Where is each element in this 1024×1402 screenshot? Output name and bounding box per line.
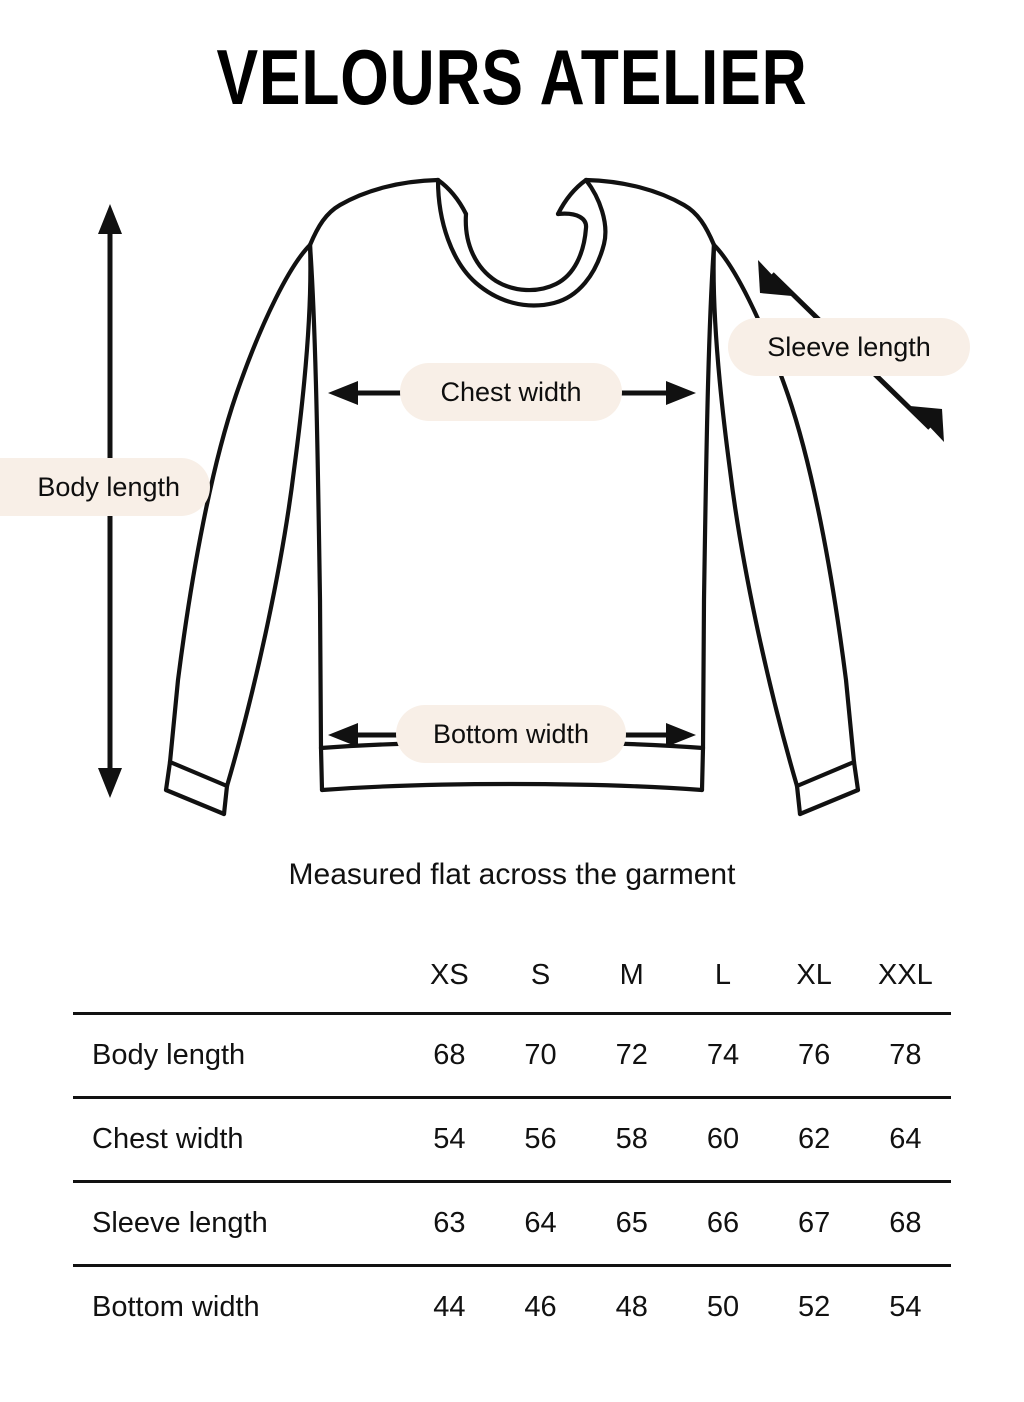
cell-bottom-width-m: 48 bbox=[615, 1291, 648, 1324]
sweatshirt-outline bbox=[163, 177, 861, 817]
right-cuff-top bbox=[794, 759, 857, 789]
table-corner-cell bbox=[73, 940, 404, 1013]
collar-outer-ring bbox=[435, 177, 608, 308]
row-label-body-length: Body length bbox=[92, 1038, 246, 1071]
table-row: Body length 68 70 72 74 76 78 bbox=[73, 1013, 951, 1097]
cell-sleeve-length-xxl: 68 bbox=[889, 1206, 922, 1239]
cell-sleeve-length-xl: 67 bbox=[798, 1206, 831, 1239]
page-title: VELOURS ATELIER bbox=[216, 33, 808, 121]
cell-bottom-width-xxl: 54 bbox=[889, 1291, 922, 1324]
cell-chest-width-xl: 62 bbox=[798, 1122, 831, 1155]
cell-chest-width-m: 58 bbox=[615, 1122, 648, 1155]
cell-sleeve-length-xs: 63 bbox=[433, 1206, 466, 1239]
body-length-arrowhead-bottom bbox=[98, 768, 122, 798]
cell-sleeve-length-m: 65 bbox=[615, 1206, 648, 1239]
hem-band-right-edge bbox=[699, 745, 706, 793]
neck-left-shoulder-seam bbox=[435, 177, 469, 217]
cell-bottom-width-xl: 52 bbox=[798, 1291, 831, 1324]
left-sleeve-outer-edge bbox=[167, 242, 313, 765]
label-chest-width: Chest width bbox=[400, 363, 622, 421]
left-shoulder-line bbox=[307, 177, 441, 248]
hem-band-left-edge bbox=[318, 745, 325, 793]
right-cuff-right-edge bbox=[851, 759, 861, 793]
bottom-width-arrowhead-left bbox=[328, 723, 358, 747]
cell-chest-width-xxl: 64 bbox=[889, 1122, 922, 1155]
right-cuff-left-edge bbox=[794, 783, 803, 817]
hem-band-bottom bbox=[319, 781, 705, 793]
left-cuff-right-edge bbox=[221, 783, 230, 817]
cell-sleeve-length-l: 66 bbox=[706, 1206, 740, 1239]
label-sleeve-length: Sleeve length bbox=[728, 318, 970, 376]
cell-body-length-xl: 76 bbox=[798, 1038, 831, 1071]
chest-width-arrowhead-right bbox=[666, 381, 696, 405]
cell-chest-width-xs: 54 bbox=[433, 1122, 466, 1155]
cell-bottom-width-l: 50 bbox=[706, 1291, 740, 1324]
right-sleeve-outer-edge bbox=[711, 242, 857, 765]
garment-diagram: Body length Chest width Sleeve length Bo… bbox=[0, 177, 970, 817]
sleeve-length-arrowhead-lower-right bbox=[910, 406, 944, 442]
table-row: Bottom width 44 46 48 50 52 54 bbox=[73, 1265, 951, 1349]
table-body: Body length 68 70 72 74 76 78 Chest widt… bbox=[73, 1013, 951, 1349]
row-label-sleeve-length: Sleeve length bbox=[92, 1206, 268, 1239]
column-header-xs: XS bbox=[430, 959, 469, 992]
right-cuff-bottom bbox=[797, 787, 861, 817]
neck-right-shoulder-seam bbox=[555, 177, 589, 217]
column-header-l: L bbox=[714, 959, 732, 992]
cell-body-length-s: 70 bbox=[524, 1038, 557, 1071]
cell-chest-width-l: 60 bbox=[706, 1122, 740, 1155]
table-header-row: XS S M L XL XXL bbox=[73, 940, 951, 1013]
column-header-xl: XL bbox=[796, 959, 832, 992]
bottom-width-arrowhead-right bbox=[666, 723, 696, 747]
cell-chest-width-s: 56 bbox=[524, 1122, 557, 1155]
chest-width-arrowhead-left bbox=[328, 381, 358, 405]
body-length-arrowhead-top bbox=[98, 204, 122, 234]
label-bottom-width: Bottom width bbox=[396, 705, 626, 763]
table-row: Chest width 54 56 58 60 62 64 bbox=[73, 1097, 951, 1181]
size-chart-table: XS S M L XL XXL Body length 68 70 72 74 … bbox=[73, 940, 951, 1349]
column-header-xxl: XXL bbox=[877, 959, 933, 992]
cell-body-length-xxl: 78 bbox=[889, 1038, 922, 1071]
column-header-s: S bbox=[530, 959, 551, 992]
sleeve-length-arrowhead-upper-left bbox=[758, 260, 792, 296]
diagram-caption: Measured flat across the garment bbox=[288, 858, 736, 891]
left-cuff-top bbox=[167, 759, 230, 789]
right-shoulder-line bbox=[583, 177, 717, 248]
label-body-length: Body length bbox=[0, 458, 210, 516]
row-label-chest-width: Chest width bbox=[92, 1122, 244, 1155]
body-left-side bbox=[307, 242, 324, 751]
column-header-m: M bbox=[619, 959, 644, 992]
collar-inner-ring bbox=[463, 211, 589, 293]
left-cuff-left-edge bbox=[163, 759, 173, 793]
cell-sleeve-length-s: 64 bbox=[524, 1206, 557, 1239]
table-row: Sleeve length 63 64 65 66 67 68 bbox=[73, 1181, 951, 1265]
cell-body-length-xs: 68 bbox=[433, 1038, 466, 1071]
table-head: XS S M L XL XXL bbox=[73, 940, 951, 1013]
body-right-side bbox=[700, 242, 717, 751]
right-sleeve-inner-edge bbox=[711, 242, 800, 789]
cell-bottom-width-xs: 44 bbox=[433, 1291, 466, 1324]
left-sleeve-inner-edge bbox=[224, 242, 313, 789]
left-cuff-bottom bbox=[163, 787, 227, 817]
cell-body-length-l: 74 bbox=[706, 1038, 740, 1071]
cell-bottom-width-s: 46 bbox=[524, 1291, 557, 1324]
cell-body-length-m: 72 bbox=[615, 1038, 648, 1071]
row-label-bottom-width: Bottom width bbox=[92, 1291, 260, 1324]
